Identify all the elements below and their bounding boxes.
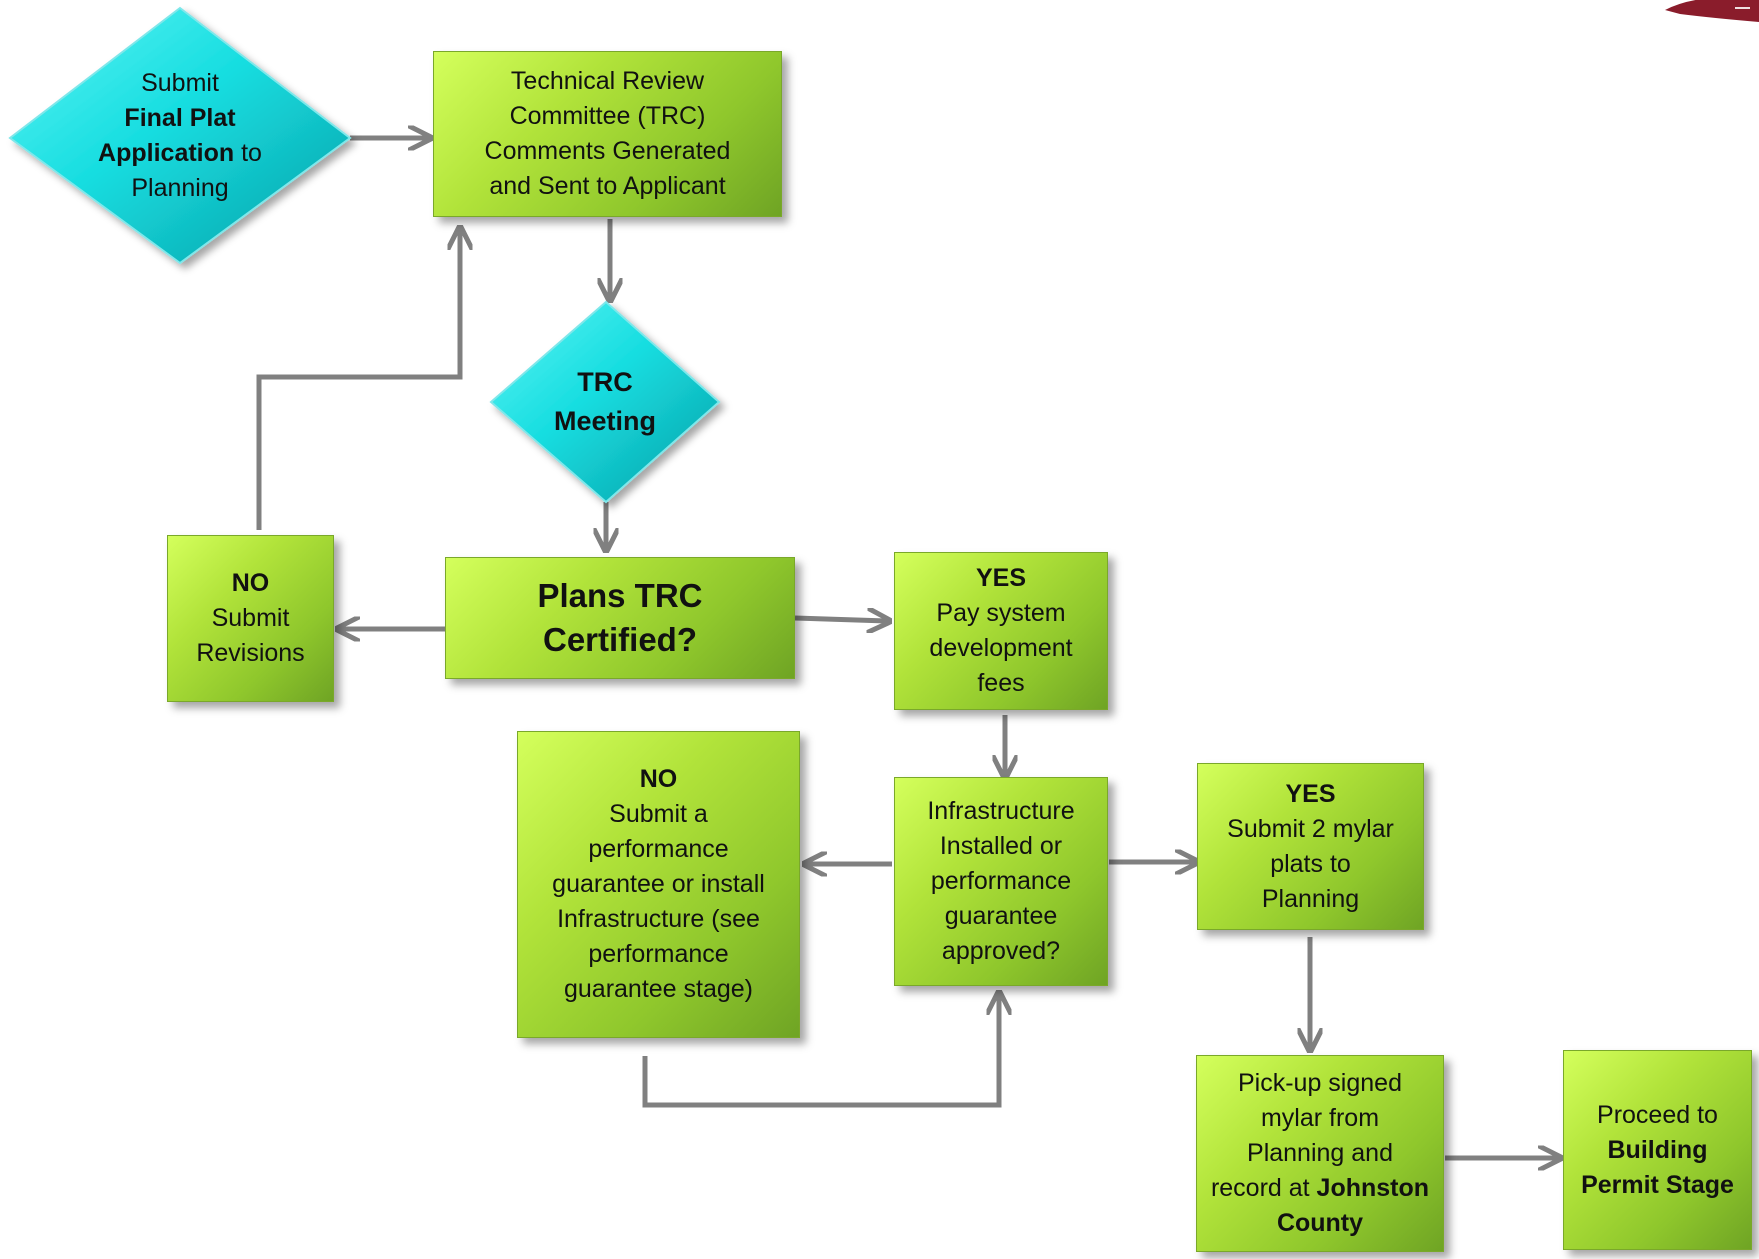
box-line: guarantee [944,902,1058,930]
box-line: performance [588,940,729,968]
box-line: Plans TRC [537,577,703,614]
diamond-line: TRC [577,367,633,397]
box-line: guarantee or install [552,870,765,898]
box-heading: NO [639,765,678,793]
box-line: guarantee stage) [563,975,754,1003]
box-line: Pick-up signed [1238,1069,1402,1097]
box-line: approved? [941,937,1061,965]
box-line: record at Johnston [1210,1174,1430,1202]
box-line: Infrastructure (see [557,905,760,933]
diamond-line: Meeting [553,406,656,436]
submit-diamond-shape [8,6,352,265]
trc-meeting-diamond-shape [489,300,721,504]
box-line: Submit [211,604,290,632]
pickup-record-box: Pick-up signed mylar from Planning and r… [1196,1055,1444,1252]
box-line: Installed or [939,832,1063,860]
box-heading: YES [975,564,1027,592]
box-line: plats to [1270,849,1351,878]
box-line: Proceed to [1597,1100,1718,1129]
box-line: Permit Stage [1581,1170,1734,1199]
box-heading: YES [1285,779,1336,808]
box-line: Certified? [542,621,697,658]
yes-mylar-box: YES Submit 2 mylar plats to Planning [1197,763,1424,930]
infrastructure-box: Infrastructure Installed or performance … [894,777,1108,986]
trc-comments-box: Technical Review Committee (TRC) Comment… [433,51,782,217]
box-line: Comments Generated [484,137,731,165]
yes-fees-box: YES Pay system development fees [894,552,1108,710]
box-line: Technical Review [510,67,705,95]
box-line: performance [588,835,729,863]
diamond-line: Submit [141,68,219,97]
arrow-guarantee-loop [642,995,999,1108]
submit-final-plat-diamond: Submit Final Plat Application to Plannin… [10,8,350,263]
box-line: Planning and [1247,1139,1393,1167]
box-line: Submit a [609,800,708,828]
diamond-line: Planning [131,173,229,202]
box-line: fees [977,669,1025,697]
box-line: County [1276,1209,1364,1237]
box-line: Submit 2 mylar [1227,814,1394,843]
plans-certified-box: Plans TRC Certified? [445,557,795,679]
box-heading: NO [231,569,270,597]
proceed-building-permit-box: Proceed to Building Permit Stage [1563,1050,1752,1250]
box-line: development [929,634,1073,662]
logo-icon [1665,0,1759,22]
box-line: Revisions [196,639,305,667]
arrow-certified-to-yes [794,618,887,621]
arrow-revisions-loop [256,230,460,530]
box-line: Infrastructure [927,797,1075,825]
diamond-line: Application to [98,138,262,167]
box-line: Committee (TRC) [509,102,706,130]
box-line: mylar from [1260,1104,1380,1132]
box-line: Building [1607,1135,1708,1164]
box-line: performance [930,867,1072,895]
box-line: Planning [1261,884,1360,913]
diamond-line: Final Plat [124,103,236,132]
box-line: and Sent to Applicant [489,172,726,200]
no-guarantee-box: NO Submit a performance guarantee or ins… [517,731,800,1038]
no-revisions-box: NO Submit Revisions [167,535,334,702]
trc-meeting-diamond: TRC Meeting [491,302,719,502]
box-line: Pay system [936,599,1066,627]
